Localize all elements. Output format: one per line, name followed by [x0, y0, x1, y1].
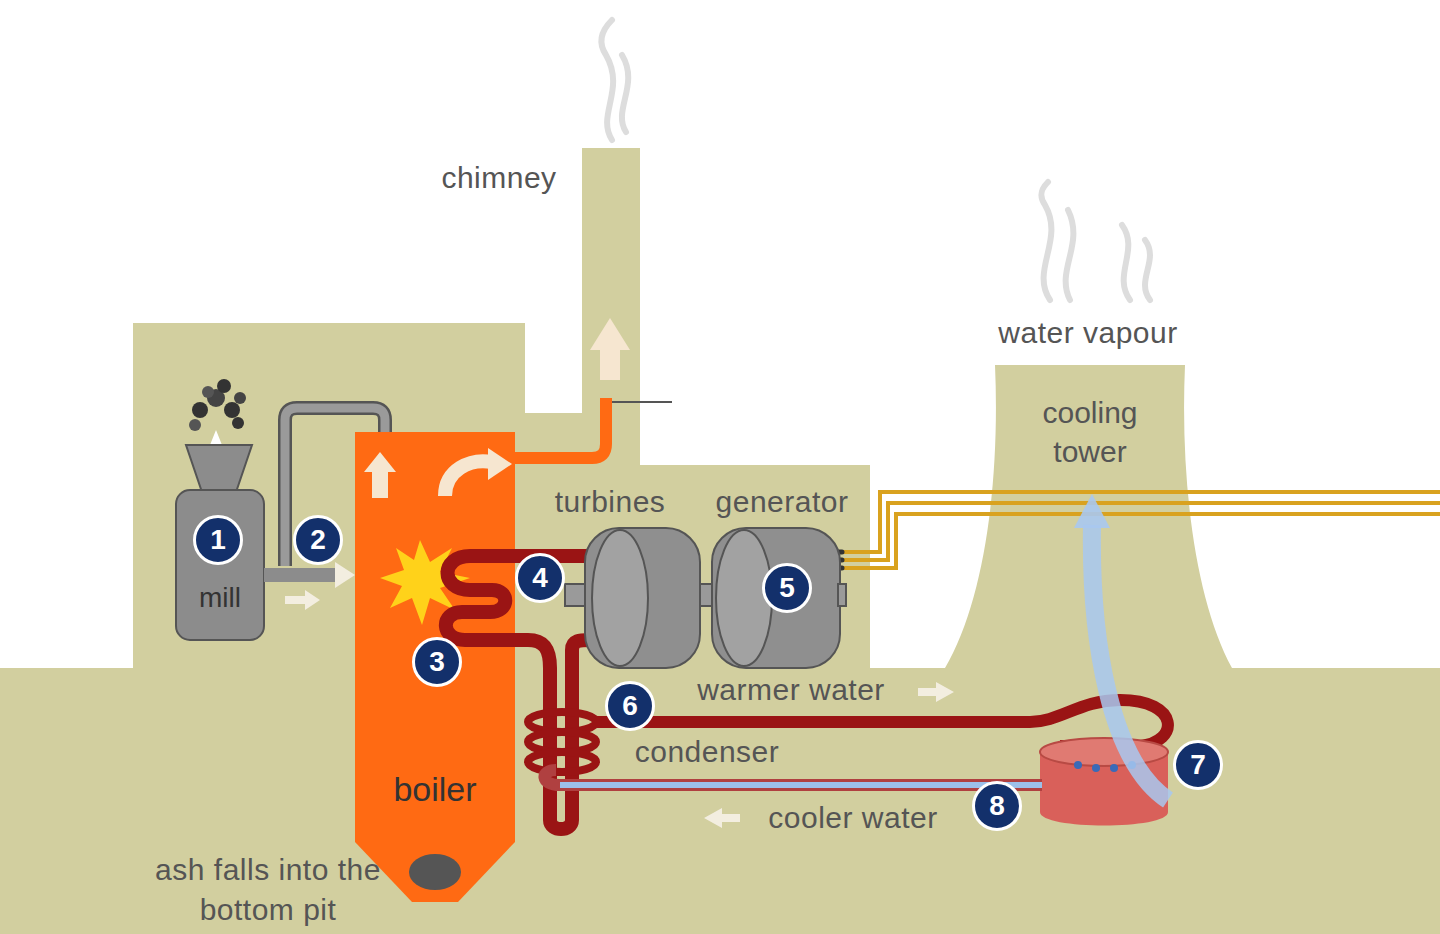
- callout-number: 1: [193, 515, 243, 565]
- part-label: turbines: [555, 484, 666, 520]
- flow-label: cooler water: [768, 800, 937, 836]
- node-text: boiler: [355, 767, 515, 811]
- callout-number: 8: [972, 781, 1022, 831]
- part-label: water vapour: [998, 315, 1177, 351]
- node-text: mill: [176, 580, 264, 616]
- callout-number: 5: [762, 563, 812, 613]
- callout-number: 2: [293, 515, 343, 565]
- cooling-tower-box: cooling tower: [995, 365, 1185, 665]
- note-label: ash falls into the bottom pit: [138, 850, 398, 930]
- callout-number: 4: [515, 553, 565, 603]
- callout-number: 7: [1173, 740, 1223, 790]
- feed-pipe: [264, 562, 355, 588]
- callout-number: 6: [605, 681, 655, 731]
- part-label: condenser: [635, 734, 780, 770]
- part-label: chimney: [441, 160, 556, 196]
- callout-number: 3: [412, 637, 462, 687]
- node-text: cooling tower: [1015, 393, 1165, 471]
- part-label: generator: [716, 484, 849, 520]
- flow-label: warmer water: [697, 672, 885, 708]
- mill-box: mill: [176, 490, 264, 640]
